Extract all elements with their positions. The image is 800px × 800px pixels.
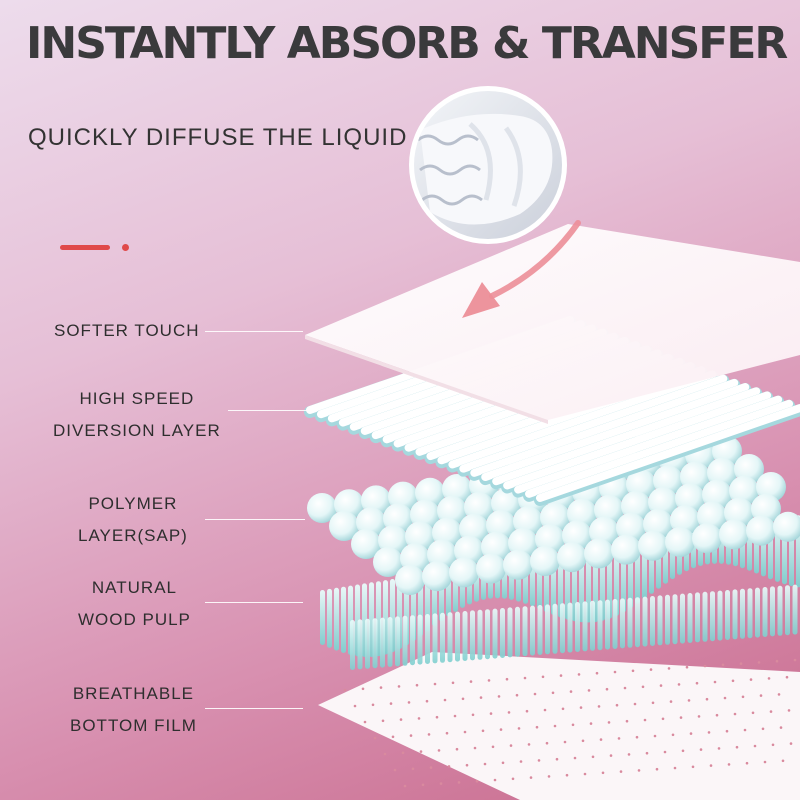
perforation-dots <box>343 658 797 788</box>
leader-line <box>205 331 303 332</box>
bottom-film-layer <box>318 652 800 800</box>
layer-label-softer-touch: SOFTER TOUCH <box>54 315 200 347</box>
diaper-closeup-image <box>409 86 567 244</box>
absorb-arrow-icon <box>462 220 581 318</box>
layer-label-diversion: HIGH SPEED DIVERSION LAYER <box>53 383 221 447</box>
layer-label-line: DIVERSION LAYER <box>53 421 221 440</box>
softer-touch-layer <box>305 224 800 424</box>
layer-label-line: NATURAL <box>91 578 177 597</box>
layer-label-polymer: POLYMER LAYER(SAP) <box>78 488 188 552</box>
layer-label-line: POLYMER <box>88 494 178 513</box>
accent-dash <box>60 245 110 250</box>
headline: INSTANTLY ABSORB & TRANSFER <box>26 18 788 69</box>
layer-label-line: WOOD PULP <box>78 610 191 629</box>
layer-label-line: HIGH SPEED <box>79 389 195 408</box>
layer-label-wood-pulp: NATURAL WOOD PULP <box>78 572 191 636</box>
layer-label-line: BOTTOM FILM <box>70 716 197 735</box>
leader-line <box>205 708 303 709</box>
leader-line <box>205 519 305 520</box>
subheadline: QUICKLY DIFFUSE THE LIQUID <box>28 124 408 151</box>
layer-label-bottom-film: BREATHABLE BOTTOM FILM <box>70 678 197 742</box>
layer-label-line: BREATHABLE <box>72 684 195 703</box>
layer-label-line: SOFTER TOUCH <box>54 321 200 340</box>
layer-label-line: LAYER(SAP) <box>78 526 188 545</box>
accent-dot <box>122 244 129 251</box>
leader-line <box>228 410 308 411</box>
leader-line <box>205 602 303 603</box>
